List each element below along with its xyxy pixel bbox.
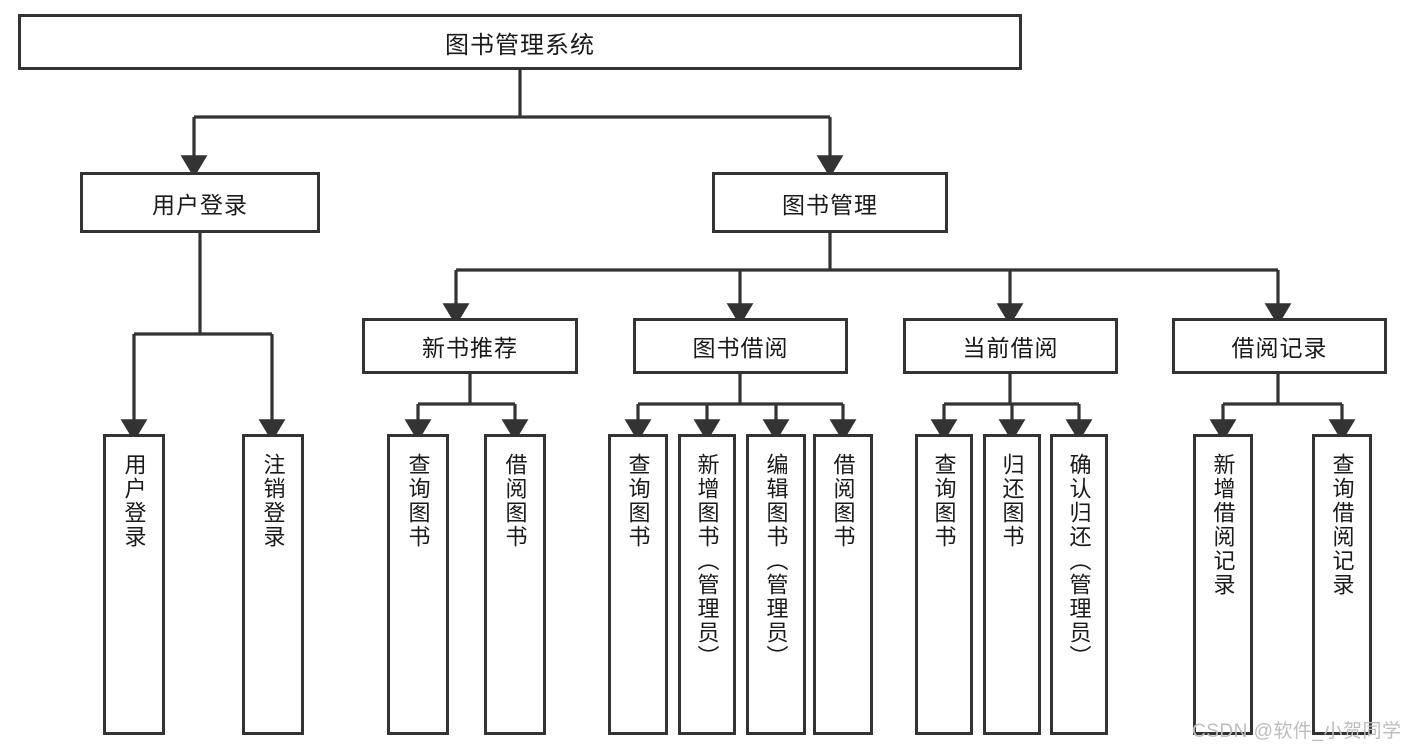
node-leaf-query-record-label: 查询借阅记录 — [1329, 453, 1355, 597]
node-leaf-edit-book-label: 编辑图书（管理员） — [763, 453, 789, 669]
node-current-borrow-label: 当前借阅 — [962, 335, 1059, 361]
node-leaf-return-book[interactable]: 归还图书 — [983, 434, 1041, 735]
node-borrow-record[interactable]: 借阅记录 — [1172, 318, 1387, 374]
node-current-borrow[interactable]: 当前借阅 — [903, 318, 1118, 374]
node-leaf-confirm-return[interactable]: 确认归还（管理员） — [1050, 434, 1108, 735]
node-leaf-borrow-book-1[interactable]: 借阅图书 — [484, 434, 546, 735]
node-leaf-add-book-label: 新增图书（管理员） — [694, 453, 720, 669]
node-leaf-query-book-2[interactable]: 查询图书 — [608, 434, 668, 735]
node-leaf-query-book-1-label: 查询图书 — [405, 453, 431, 549]
node-leaf-query-book-1[interactable]: 查询图书 — [387, 434, 449, 735]
node-leaf-query-book-3-label: 查询图书 — [931, 453, 957, 549]
node-leaf-query-book-2-label: 查询图书 — [625, 453, 651, 549]
node-leaf-logout[interactable]: 注销登录 — [242, 434, 304, 735]
node-new-book-recommend-label: 新书推荐 — [422, 335, 518, 361]
node-leaf-edit-book[interactable]: 编辑图书（管理员） — [746, 434, 806, 735]
node-borrow-record-label: 借阅记录 — [1231, 335, 1328, 361]
node-user-login-label: 用户登录 — [152, 191, 248, 218]
node-book-manage[interactable]: 图书管理 — [712, 172, 948, 233]
node-book-borrow[interactable]: 图书借阅 — [633, 318, 848, 374]
node-leaf-query-book-3[interactable]: 查询图书 — [915, 434, 973, 735]
node-leaf-user-login[interactable]: 用户登录 — [103, 434, 165, 735]
node-leaf-return-book-label: 归还图书 — [999, 453, 1025, 549]
node-book-manage-label: 图书管理 — [782, 191, 878, 218]
node-leaf-borrow-book-2[interactable]: 借阅图书 — [813, 434, 873, 735]
node-new-book-recommend[interactable]: 新书推荐 — [362, 318, 578, 374]
node-book-borrow-label: 图书借阅 — [692, 335, 789, 361]
node-leaf-add-record-label: 新增借阅记录 — [1210, 453, 1236, 597]
node-root-label: 图书管理系统 — [445, 31, 595, 59]
node-user-login[interactable]: 用户登录 — [80, 172, 320, 233]
node-leaf-add-book[interactable]: 新增图书（管理员） — [678, 434, 736, 735]
node-leaf-logout-label: 注销登录 — [260, 453, 286, 549]
csdn-watermark: CSDN @软件_小贺同学 — [1192, 721, 1402, 742]
node-leaf-borrow-book-2-label: 借阅图书 — [830, 453, 856, 549]
node-leaf-query-record[interactable]: 查询借阅记录 — [1312, 434, 1372, 735]
node-root-system[interactable]: 图书管理系统 — [18, 14, 1022, 70]
node-leaf-user-login-label: 用户登录 — [121, 453, 147, 549]
node-leaf-confirm-return-label: 确认归还（管理员） — [1066, 453, 1092, 669]
node-leaf-borrow-book-1-label: 借阅图书 — [502, 453, 528, 549]
node-leaf-add-record[interactable]: 新增借阅记录 — [1193, 434, 1253, 735]
